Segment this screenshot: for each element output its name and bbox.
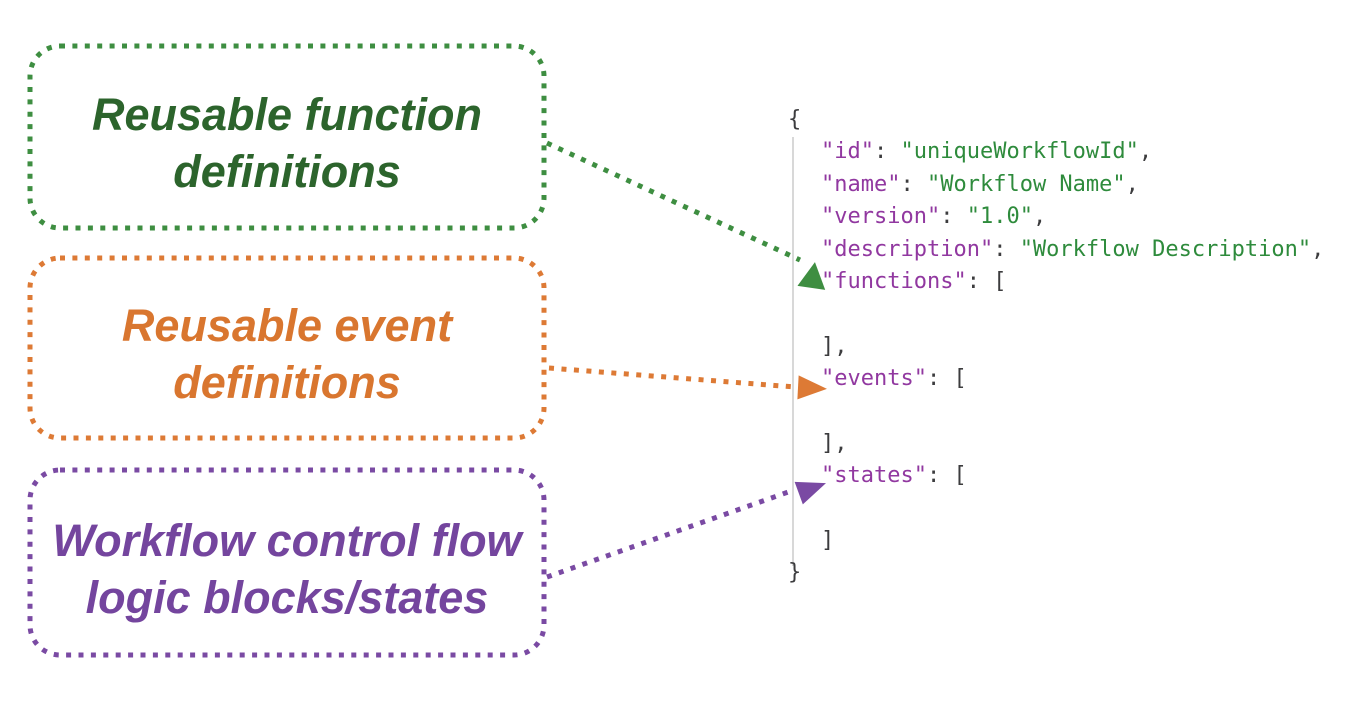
code-line: "states": [	[788, 460, 1324, 492]
code-line: }	[788, 557, 1324, 589]
code-line	[788, 493, 1324, 525]
code-token-pun: ,	[1138, 139, 1153, 165]
code-line: "name": "Workflow Name",	[788, 169, 1324, 201]
code-line: "description": "Workflow Description",	[788, 234, 1324, 266]
code-token-key: "functions"	[821, 268, 967, 294]
code-token-key: "id"	[821, 139, 874, 165]
code-line	[788, 396, 1324, 428]
code-token-str: "uniqueWorkflowId"	[900, 139, 1139, 165]
code-token-key: "states"	[821, 463, 927, 489]
code-token-pun: ],	[821, 333, 848, 359]
code-token-str: "Workflow Name"	[926, 171, 1126, 197]
functions-arrow-line	[545, 140, 802, 263]
code-token-pun: ,	[1311, 236, 1325, 262]
indent-guide-line	[792, 137, 794, 566]
code-line: {	[788, 104, 1324, 136]
code-line: ]	[788, 525, 1324, 557]
code-token-pun: :	[900, 171, 927, 197]
code-line: "id": "uniqueWorkflowId",	[788, 136, 1324, 168]
code-token-key: "version"	[821, 204, 941, 230]
code-token-pun: :	[940, 204, 967, 230]
code-token-key: "events"	[821, 366, 927, 392]
events-arrow-line	[548, 365, 796, 390]
code-token-key: "name"	[821, 171, 901, 197]
code-token-pun: : [	[926, 463, 967, 489]
functions-box-label: Reusable function definitions	[91, 89, 483, 197]
code-token-pun: ]	[821, 528, 835, 554]
code-token-pun: :	[993, 236, 1020, 262]
states-arrow-line	[546, 487, 795, 580]
code-token-key: "description"	[821, 236, 994, 262]
code-token-pun: {	[788, 107, 802, 132]
events-arrowhead-icon	[797, 375, 827, 400]
code-line	[788, 298, 1324, 330]
code-token-str: "1.0"	[966, 204, 1033, 230]
functions-arrowhead-icon	[797, 262, 826, 290]
code-token-pun: : [	[926, 366, 967, 392]
code-token-pun: ,	[1032, 204, 1047, 230]
code-line: "events": [	[788, 363, 1324, 395]
code-line: ],	[788, 331, 1324, 363]
code-line: "functions": [	[788, 266, 1324, 298]
code-line: ],	[788, 428, 1324, 460]
events-box-border	[27, 255, 547, 441]
code-token-pun: ,	[1125, 171, 1139, 197]
code-token-pun: : [	[966, 268, 1007, 294]
code-token-pun: ],	[821, 430, 848, 456]
code-line: "version": "1.0",	[788, 201, 1324, 233]
code-token-pun: }	[788, 560, 802, 586]
states-box-label: Workflow control flow logic blocks/state…	[52, 514, 522, 623]
code-token-str: "Workflow Description"	[1019, 236, 1312, 262]
states-box-border	[27, 467, 547, 658]
functions-box-border	[27, 43, 547, 231]
code-token-pun: :	[873, 139, 901, 165]
states-arrowhead-icon	[794, 481, 826, 505]
events-box-label: Reusable event definitions	[121, 300, 453, 408]
json-code-snippet: {"id": "uniqueWorkflowId","name": "Workf…	[788, 104, 1324, 590]
